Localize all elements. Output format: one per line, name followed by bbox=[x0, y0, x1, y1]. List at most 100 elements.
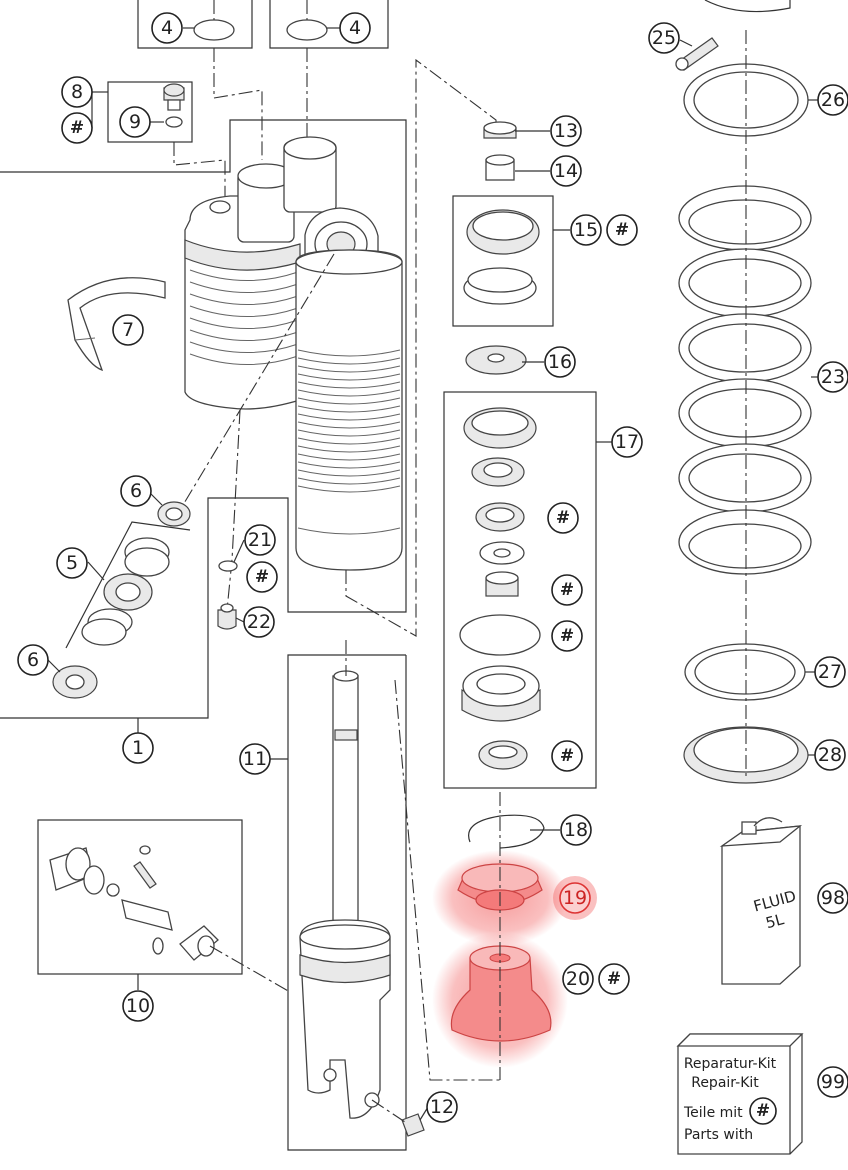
callout-16: 16 bbox=[544, 346, 576, 378]
part-99-repair-kit: Reparatur-Kit Repair-Kit Teile mit Parts… bbox=[676, 1033, 804, 1155]
svg-text:22: 22 bbox=[247, 611, 271, 633]
callout-7: 7 bbox=[112, 314, 144, 346]
callout-6a: 6 bbox=[120, 475, 152, 507]
callout-99: 99 bbox=[817, 1066, 848, 1098]
callout-10: 10 bbox=[122, 990, 154, 1022]
callout-20-hash: # bbox=[598, 963, 630, 995]
part-13-nut bbox=[483, 121, 517, 139]
callout-14: 14 bbox=[550, 155, 582, 187]
svg-text:12: 12 bbox=[430, 1096, 454, 1118]
callout-4a: 4 bbox=[151, 12, 183, 44]
svg-text:20: 20 bbox=[566, 968, 590, 990]
leader-lines bbox=[47, 27, 818, 1121]
svg-text:25: 25 bbox=[652, 27, 676, 49]
part-27-ring bbox=[684, 643, 806, 701]
svg-text:#: # bbox=[607, 969, 621, 989]
svg-text:4: 4 bbox=[349, 17, 361, 39]
svg-text:#: # bbox=[556, 508, 570, 528]
part-16-washer bbox=[465, 345, 527, 375]
svg-text:9: 9 bbox=[129, 111, 141, 133]
callout-17-hash-4: # bbox=[551, 740, 583, 772]
svg-text:11: 11 bbox=[243, 748, 267, 770]
adjuster-assembly bbox=[37, 819, 291, 993]
svg-text:21: 21 bbox=[248, 529, 272, 551]
svg-text:27: 27 bbox=[818, 661, 842, 683]
callout-18: 18 bbox=[560, 814, 592, 846]
part-14-bushing bbox=[485, 154, 515, 181]
part-4-right-box bbox=[269, 0, 389, 49]
repair-kit-line1: Reparatur-Kit bbox=[684, 1056, 777, 1072]
svg-text:17: 17 bbox=[615, 431, 639, 453]
callout-98: 98 bbox=[817, 882, 848, 914]
part-15-box bbox=[452, 195, 554, 327]
svg-text:#: # bbox=[255, 567, 269, 587]
svg-text:8: 8 bbox=[71, 81, 83, 103]
svg-text:6: 6 bbox=[27, 649, 39, 671]
part-18-circlip bbox=[468, 814, 545, 849]
callout-13: 13 bbox=[550, 115, 582, 147]
part-17-box bbox=[443, 391, 597, 789]
callout-4b: 4 bbox=[339, 12, 371, 44]
svg-text:1: 1 bbox=[132, 737, 144, 759]
callout-28: 28 bbox=[814, 739, 846, 771]
svg-text:98: 98 bbox=[821, 887, 845, 909]
callout-20: 20 bbox=[562, 963, 594, 995]
callout-17: 17 bbox=[611, 426, 643, 458]
callout-8: 8 bbox=[61, 76, 93, 108]
part-4-left-box bbox=[137, 0, 253, 49]
callout-6b: 6 bbox=[17, 644, 49, 676]
callout-15-hash: # bbox=[606, 214, 638, 246]
svg-text:14: 14 bbox=[554, 160, 578, 182]
svg-text:28: 28 bbox=[818, 744, 842, 766]
svg-text:#: # bbox=[70, 118, 84, 138]
part-12-bolt bbox=[401, 1113, 425, 1137]
piston-rod-assembly bbox=[287, 654, 407, 1151]
part-8-9-box bbox=[91, 81, 226, 205]
part-25-bolt bbox=[675, 37, 719, 71]
svg-text:99: 99 bbox=[821, 1071, 845, 1093]
svg-text:10: 10 bbox=[126, 995, 150, 1017]
svg-text:13: 13 bbox=[554, 120, 578, 142]
callout-17-hash-1: # bbox=[547, 502, 579, 534]
shock-body bbox=[184, 136, 403, 571]
callout-15: 15 bbox=[570, 214, 602, 246]
callout-21: 21 bbox=[244, 524, 276, 556]
svg-text:19: 19 bbox=[563, 887, 587, 909]
part-20-bump-rubber bbox=[450, 945, 552, 1042]
fluid-can-label-line2: 5L bbox=[764, 910, 787, 932]
callout-22: 22 bbox=[243, 606, 275, 638]
repair-kit-hash: # bbox=[756, 1101, 770, 1121]
svg-text:6: 6 bbox=[130, 480, 142, 502]
callout-17-hash-2: # bbox=[551, 574, 583, 606]
part-23-spring bbox=[678, 185, 812, 575]
callout-21-hash: # bbox=[246, 561, 278, 593]
callout-19: 19 bbox=[553, 876, 597, 920]
callout-1: 1 bbox=[122, 732, 154, 764]
callout-27: 27 bbox=[814, 656, 846, 688]
svg-text:5: 5 bbox=[66, 552, 78, 574]
callout-17-hash-3: # bbox=[551, 620, 583, 652]
part-98-fluid-can: FLUID 5L bbox=[719, 817, 803, 985]
svg-text:#: # bbox=[560, 746, 574, 766]
svg-text:#: # bbox=[615, 220, 629, 240]
svg-text:4: 4 bbox=[161, 17, 173, 39]
callout-23: 23 bbox=[817, 361, 848, 393]
callout-26: 26 bbox=[817, 84, 848, 116]
callout-8-hash: # bbox=[61, 112, 93, 144]
callout-25: 25 bbox=[648, 22, 680, 54]
svg-text:7: 7 bbox=[122, 319, 134, 341]
callout-11: 11 bbox=[239, 743, 271, 775]
svg-text:16: 16 bbox=[548, 351, 572, 373]
svg-text:#: # bbox=[560, 626, 574, 646]
callout-9: 9 bbox=[119, 106, 151, 138]
repair-kit-line2: Repair-Kit bbox=[691, 1075, 759, 1091]
callout-5: 5 bbox=[56, 547, 88, 579]
part-7-clamp-band bbox=[67, 277, 166, 372]
part-21-22 bbox=[217, 560, 238, 630]
repair-kit-line3: Teile mit bbox=[683, 1105, 743, 1121]
svg-text:15: 15 bbox=[574, 219, 598, 241]
svg-text:26: 26 bbox=[821, 89, 845, 111]
svg-text:#: # bbox=[560, 580, 574, 600]
